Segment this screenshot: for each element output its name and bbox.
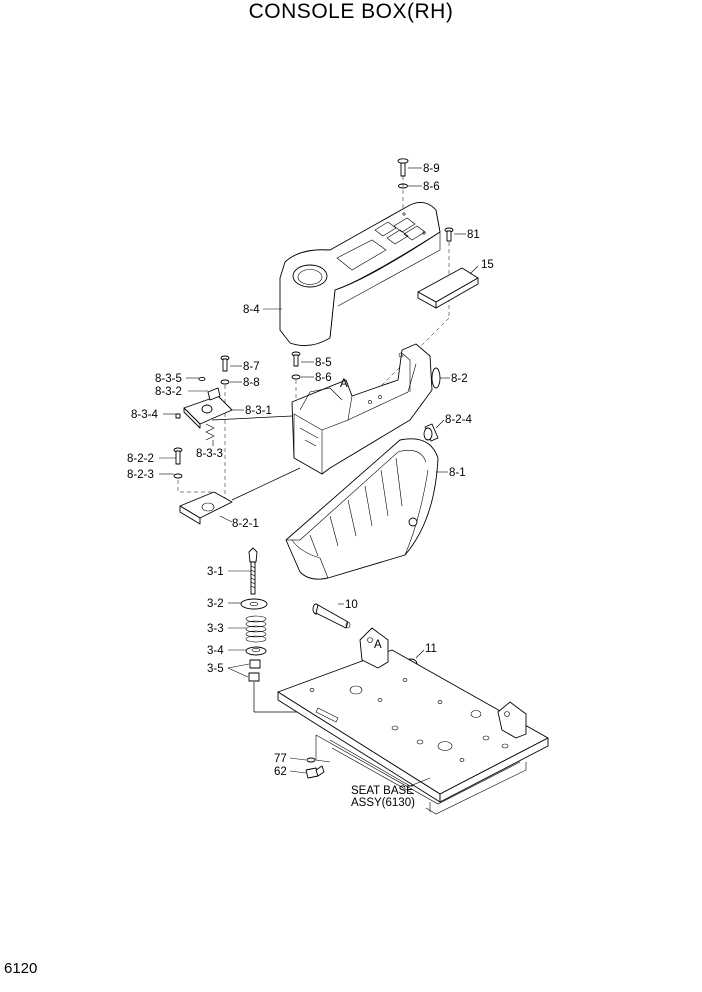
label-15: 15 — [481, 259, 494, 271]
washer-8-8-drawing — [220, 379, 230, 385]
label-8-2-3: 8-2-3 — [127, 469, 154, 481]
screw-81-drawing — [444, 227, 454, 242]
nut-3-5-drawing — [248, 659, 261, 682]
screw-8-2-2-drawing — [173, 447, 183, 465]
label-8-7: 8-7 — [243, 361, 260, 373]
spring-3-3-drawing — [245, 615, 267, 643]
screw-8-5-drawing — [291, 351, 301, 367]
fitting-62-drawing — [305, 765, 325, 779]
label-77: 77 — [274, 753, 287, 765]
label-8-3-1: 8-3-1 — [245, 405, 272, 417]
label-81: 81 — [467, 229, 480, 241]
label-8-2-2: 8-2-2 — [127, 453, 154, 465]
label-8-4: 8-4 — [243, 304, 260, 316]
label-8-5: 8-5 — [315, 357, 332, 369]
console-frame-8-2-drawing — [291, 343, 441, 475]
label-8-6-mid: 8-6 — [315, 372, 332, 384]
seat-base-drawing — [277, 627, 549, 815]
leader-lines — [159, 167, 479, 774]
label-3-5: 3-5 — [207, 663, 224, 675]
label-3-3: 3-3 — [207, 623, 224, 635]
washer-8-6-mid-drawing — [291, 374, 301, 380]
label-3-2: 3-2 — [207, 598, 224, 610]
plate-8-2-1-drawing — [179, 491, 233, 525]
part-labels: 8-9 8-6 81 15 8-4 8-7 8-8 8-5 8-6 A 8-2 … — [127, 163, 494, 809]
label-8-2-4: 8-2-4 — [445, 414, 472, 426]
page-number: 6120 — [4, 960, 38, 977]
seat-3-4-drawing — [245, 646, 267, 656]
label-11: 11 — [425, 643, 437, 655]
label-8-8: 8-8 — [243, 377, 260, 389]
lock-assy-8-3-drawing — [175, 376, 233, 441]
bushing-8-2-4-drawing — [423, 423, 439, 442]
label-3-1: 3-1 — [207, 566, 224, 578]
label-8-9: 8-9 — [423, 163, 440, 175]
pin-10-drawing — [312, 603, 351, 629]
washer-77-drawing — [306, 757, 316, 763]
label-8-1: 8-1 — [449, 467, 466, 479]
label-a-lower: A — [374, 639, 382, 651]
label-3-4: 3-4 — [207, 645, 224, 657]
label-8-3-3: 8-3-3 — [196, 448, 223, 460]
console-cover-8-4-drawing — [279, 201, 441, 347]
label-8-3-4: 8-3-4 — [131, 409, 158, 421]
label-62: 62 — [274, 766, 287, 778]
bracket-15-drawing — [417, 267, 479, 309]
label-10: 10 — [345, 599, 358, 611]
label-8-2-1: 8-2-1 — [232, 518, 259, 530]
screw-8-7-drawing — [220, 355, 230, 372]
screw-8-9-drawing — [397, 158, 409, 177]
console-box-8-1-drawing — [285, 438, 439, 580]
label-8-2: 8-2 — [451, 373, 468, 385]
bolt-3-1-drawing — [248, 547, 258, 595]
washer-8-2-3-drawing — [173, 473, 183, 479]
label-8-3-5: 8-3-5 — [155, 373, 182, 385]
seat-base-note-line1: SEAT BASE — [351, 785, 414, 797]
label-a-upper: A — [340, 378, 348, 390]
label-8-6-top: 8-6 — [423, 181, 440, 193]
washer-3-2-drawing — [240, 598, 268, 610]
label-8-3-2: 8-3-2 — [155, 386, 182, 398]
seat-base-note-line2: ASSY(6130) — [351, 797, 415, 809]
page-title: CONSOLE BOX(RH) — [248, 0, 454, 23]
